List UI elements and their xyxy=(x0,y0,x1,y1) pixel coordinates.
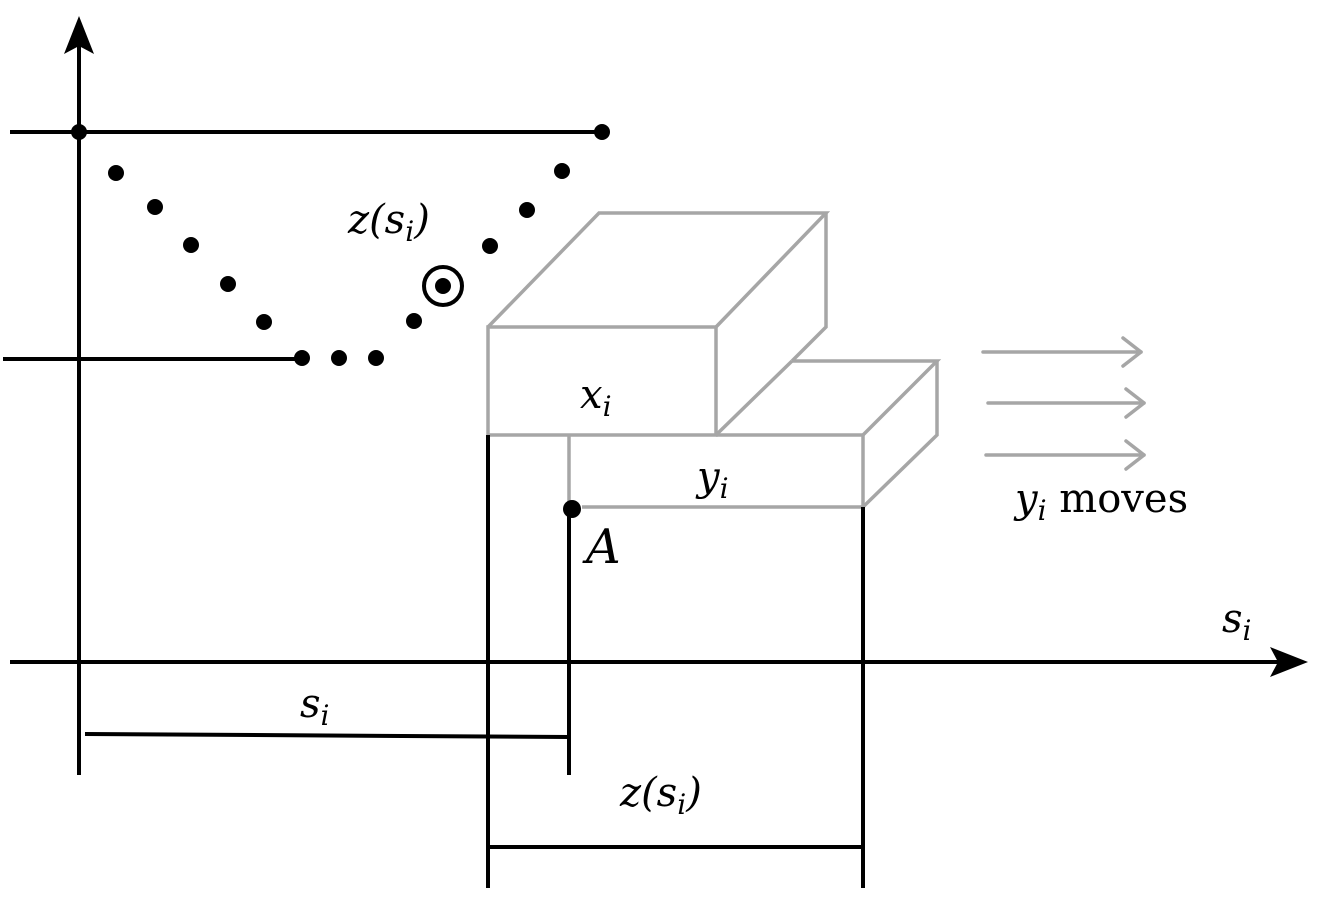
y-block-label: yi xyxy=(695,454,729,505)
z-distance-label: z(si) xyxy=(619,770,702,821)
upper-reference-line xyxy=(10,124,610,140)
curve-dot xyxy=(256,314,272,330)
z-distance-dimension: z(si) xyxy=(488,770,863,849)
dotted-curve xyxy=(108,163,570,366)
support-lines xyxy=(486,435,865,888)
s-axis-arrowhead xyxy=(1270,647,1308,677)
s-distance-label: si xyxy=(300,681,330,732)
vertical-axis xyxy=(64,16,94,775)
moves-caption: yi moves xyxy=(1013,476,1188,527)
curve-dot xyxy=(331,350,347,366)
curve-dot xyxy=(368,350,384,366)
vertical-axis-arrowhead xyxy=(64,16,94,54)
curve-dot xyxy=(406,313,422,329)
curve-dot xyxy=(482,238,498,254)
curve-dot xyxy=(108,165,124,181)
s-axis-label: si xyxy=(1222,596,1252,647)
s-distance-dimension: si xyxy=(84,681,570,739)
right-arrow-icon xyxy=(981,336,1146,471)
curve-dot xyxy=(183,237,199,253)
block-x xyxy=(486,211,831,437)
z-function-label: z(si) xyxy=(347,197,430,248)
x-block-label: xi xyxy=(580,372,612,423)
curve-dot xyxy=(519,202,535,218)
point-a-marker xyxy=(563,500,581,518)
curve-dot xyxy=(554,163,570,179)
curve-dot xyxy=(294,350,310,366)
curve-dot xyxy=(220,276,236,292)
s-axis xyxy=(10,647,1308,677)
circled-dot-icon xyxy=(422,265,464,307)
curve-dot xyxy=(147,199,163,215)
point-a-label: A xyxy=(582,519,621,575)
block-y xyxy=(567,359,942,509)
